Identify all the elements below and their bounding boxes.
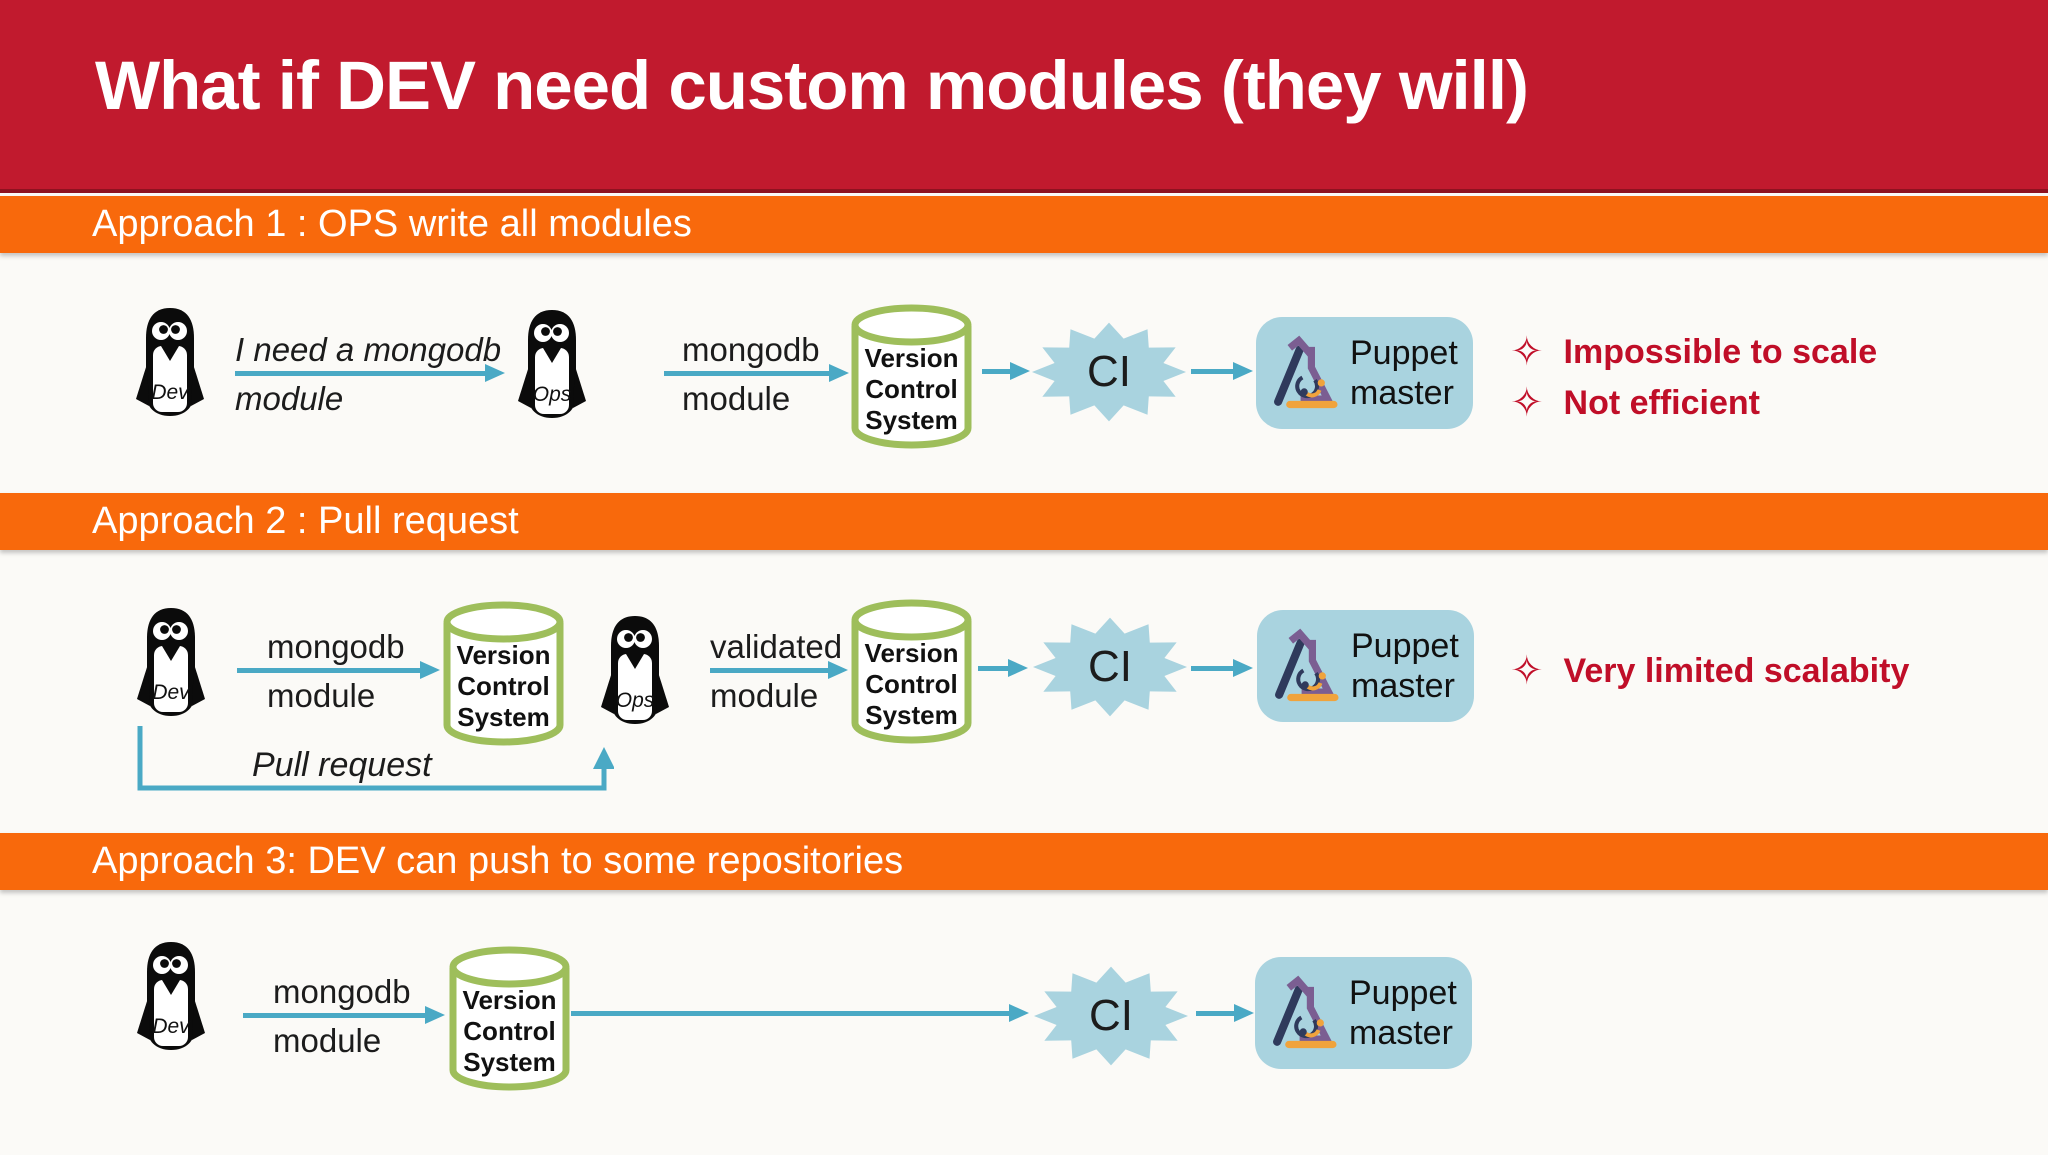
ci-node: CI bbox=[1032, 964, 1190, 1068]
remark-item: ✧ Not efficient bbox=[1510, 382, 1877, 424]
vcs-label: Version Control System bbox=[462, 985, 557, 1078]
banner-approach-2: Approach 2 : Pull request bbox=[0, 493, 2048, 550]
penguin-dev: Dev bbox=[137, 606, 205, 722]
slide-header: What if DEV need custom modules (they wi… bbox=[0, 0, 2048, 193]
flow-need-module: I need a mongodb module bbox=[235, 331, 505, 420]
penguin-icon: Dev bbox=[137, 942, 205, 1050]
remark-text: Impossible to scale bbox=[1563, 333, 1878, 371]
penguin-ops: Ops bbox=[518, 308, 586, 424]
puppet-master-node: Puppet master bbox=[1256, 317, 1473, 429]
database-cylinder-icon bbox=[851, 304, 972, 449]
flow-text-line2: module bbox=[682, 380, 791, 417]
vcs-label: Version Control System bbox=[456, 640, 551, 733]
banner-approach-2-label: Approach 2 : Pull request bbox=[92, 500, 519, 542]
penguin-ops-label: Ops bbox=[616, 689, 655, 712]
penguin-icon: Dev bbox=[136, 308, 204, 416]
penguin-dev: Dev bbox=[137, 940, 205, 1056]
page-title: What if DEV need custom modules (they wi… bbox=[95, 47, 1529, 124]
vcs-label: Version Control System bbox=[864, 343, 959, 436]
puppet-master-label: Puppet master bbox=[1350, 333, 1458, 412]
remarks-approach-2: ✧ Very limited scalabity bbox=[1510, 650, 1909, 692]
four-point-star-icon: ✧ bbox=[1510, 381, 1544, 425]
flow-text-line2: module bbox=[710, 677, 819, 714]
penguin-ops: Ops bbox=[601, 614, 669, 730]
flow-mongodb-module: mongodb module bbox=[664, 331, 849, 420]
arrow-right-icon bbox=[243, 1006, 445, 1024]
database-cylinder-icon bbox=[449, 946, 570, 1091]
vcs-node: Version Control System bbox=[845, 596, 978, 747]
starburst-icon bbox=[1032, 617, 1188, 717]
arrow-right-icon bbox=[235, 364, 505, 382]
vcs-node: Version Control System bbox=[845, 301, 978, 452]
flow-text-line2: module bbox=[273, 1022, 382, 1059]
arrow-right-icon bbox=[1191, 362, 1253, 380]
ci-label: CI bbox=[1089, 991, 1133, 1040]
ci-node: CI bbox=[1030, 320, 1188, 424]
remark-text: Very limited scalabity bbox=[1563, 652, 1910, 690]
flask-icon bbox=[1274, 335, 1338, 409]
arrow-right-icon bbox=[982, 362, 1030, 380]
starburst-icon bbox=[1033, 966, 1189, 1066]
ci-node: CI bbox=[1031, 615, 1189, 719]
flow-text-line1: mongodb bbox=[682, 331, 820, 368]
remark-item: ✧ Very limited scalabity bbox=[1510, 650, 1909, 692]
flask-icon bbox=[1273, 975, 1337, 1049]
puppet-master-node: Puppet master bbox=[1257, 610, 1474, 722]
vcs-node: Version Control System bbox=[443, 943, 576, 1094]
puppet-master-node: Puppet master bbox=[1255, 957, 1472, 1069]
flow-text-line1: I need a mongodb bbox=[235, 331, 502, 368]
arrow-right-icon bbox=[237, 661, 440, 679]
four-point-star-icon: ✧ bbox=[1510, 330, 1544, 374]
vcs-node: Version Control System bbox=[437, 598, 570, 749]
flow-text-line2: module bbox=[267, 677, 376, 714]
banner-approach-3-label: Approach 3: DEV can push to some reposit… bbox=[92, 840, 904, 882]
ci-label: CI bbox=[1088, 642, 1132, 691]
flow-validated-module: validated module bbox=[710, 628, 848, 717]
arrow-right-icon bbox=[664, 364, 849, 382]
penguin-ops-label: Ops bbox=[533, 383, 572, 406]
pull-request-label: Pull request bbox=[252, 746, 432, 784]
flow-text-line1: validated bbox=[710, 628, 843, 665]
flow-text-line1: mongodb bbox=[267, 628, 405, 665]
remark-item: ✧ Impossible to scale bbox=[1510, 331, 1877, 373]
pull-request-arrow-icon bbox=[137, 726, 614, 791]
flow-text-line1: mongodb bbox=[273, 973, 411, 1010]
flow-mongodb-module: mongodb module bbox=[237, 628, 440, 717]
arrow-right-icon bbox=[1196, 1004, 1254, 1022]
four-point-star-icon: ✧ bbox=[1510, 649, 1544, 693]
flow-mongodb-module: mongodb module bbox=[243, 973, 445, 1062]
penguin-dev: Dev bbox=[136, 306, 204, 422]
penguin-icon: Dev bbox=[137, 608, 205, 716]
database-cylinder-icon bbox=[443, 601, 564, 746]
penguin-icon: Ops bbox=[601, 616, 669, 724]
banner-approach-1: Approach 1 : OPS write all modules bbox=[0, 196, 2048, 253]
arrow-right-icon bbox=[1191, 659, 1253, 677]
arrow-right-icon bbox=[571, 1004, 1029, 1022]
flask-icon bbox=[1275, 628, 1339, 702]
ci-label: CI bbox=[1087, 347, 1131, 396]
banner-approach-3: Approach 3: DEV can push to some reposit… bbox=[0, 833, 2048, 890]
penguin-dev-label: Dev bbox=[152, 1015, 191, 1038]
puppet-master-label: Puppet master bbox=[1349, 973, 1457, 1052]
penguin-icon: Ops bbox=[518, 310, 586, 418]
database-cylinder-icon bbox=[851, 599, 972, 744]
arrow-right-icon bbox=[978, 659, 1028, 677]
vcs-label: Version Control System bbox=[864, 638, 959, 731]
flow-text-line2: module bbox=[235, 380, 344, 417]
puppet-master-label: Puppet master bbox=[1351, 626, 1459, 705]
arrow-right-icon bbox=[710, 661, 848, 679]
penguin-dev-label: Dev bbox=[151, 381, 190, 404]
penguin-dev-label: Dev bbox=[152, 681, 191, 704]
starburst-icon bbox=[1031, 322, 1187, 422]
banner-approach-1-label: Approach 1 : OPS write all modules bbox=[92, 203, 692, 245]
remarks-approach-1: ✧ Impossible to scale ✧ Not efficient bbox=[1510, 331, 1877, 424]
remark-text: Not efficient bbox=[1563, 384, 1760, 422]
